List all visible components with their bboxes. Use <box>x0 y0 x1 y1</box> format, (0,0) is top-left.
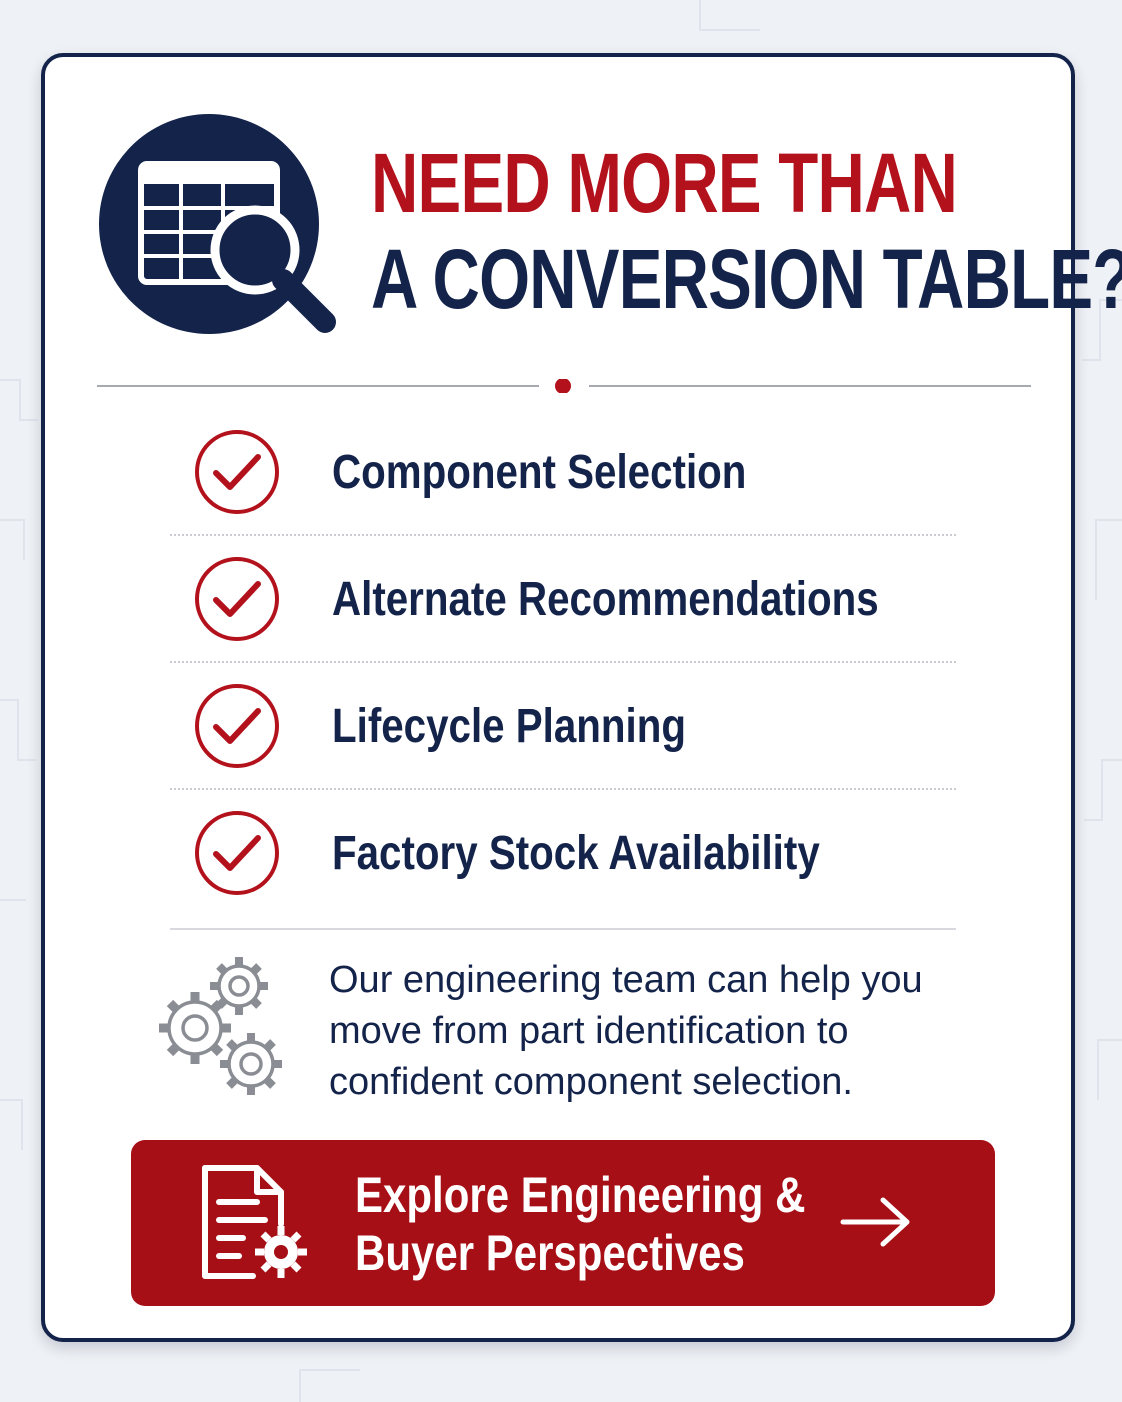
promo-card: NEED MORE THAN A CONVERSION TABLE? Compo… <box>41 53 1122 1342</box>
check-circle-icon <box>195 684 279 768</box>
gears-icon <box>159 957 282 1095</box>
feature-separator <box>170 534 956 536</box>
list-item: Lifecycle Planning <box>170 673 956 800</box>
check-circle-icon <box>195 811 279 895</box>
feature-list: Component Selection Alternate Recommenda… <box>170 419 956 930</box>
cta-label-line-2: Buyer Perspectives <box>355 1225 745 1281</box>
cta-label: Explore Engineering & Buyer Perspectives <box>355 1166 806 1282</box>
page-title: NEED MORE THAN A CONVERSION TABLE? <box>371 135 1122 327</box>
section-divider <box>97 379 1031 393</box>
list-item: Component Selection <box>170 419 956 546</box>
feature-label: Lifecycle Planning <box>332 700 687 753</box>
cta-label-line-1: Explore Engineering & <box>355 1167 806 1223</box>
title-line-1: NEED MORE THAN <box>371 136 958 230</box>
table-search-icon <box>99 114 336 334</box>
feature-separator <box>170 928 956 930</box>
check-circle-icon <box>195 430 279 514</box>
feature-separator <box>170 788 956 790</box>
explore-perspectives-button[interactable]: Explore Engineering & Buyer Perspectives <box>131 1140 995 1306</box>
feature-label: Factory Stock Availability <box>332 827 820 880</box>
feature-separator <box>170 661 956 663</box>
list-item: Alternate Recommendations <box>170 546 956 673</box>
title-line-2: A CONVERSION TABLE? <box>371 232 1122 326</box>
list-item: Factory Stock Availability <box>170 800 956 930</box>
feature-label: Alternate Recommendations <box>332 573 879 626</box>
document-gear-icon <box>202 1165 307 1279</box>
arrow-right-icon <box>840 1197 910 1247</box>
feature-label: Component Selection <box>332 446 747 499</box>
check-circle-icon <box>195 557 279 641</box>
description-text: Our engineering team can help you move f… <box>329 959 923 1103</box>
